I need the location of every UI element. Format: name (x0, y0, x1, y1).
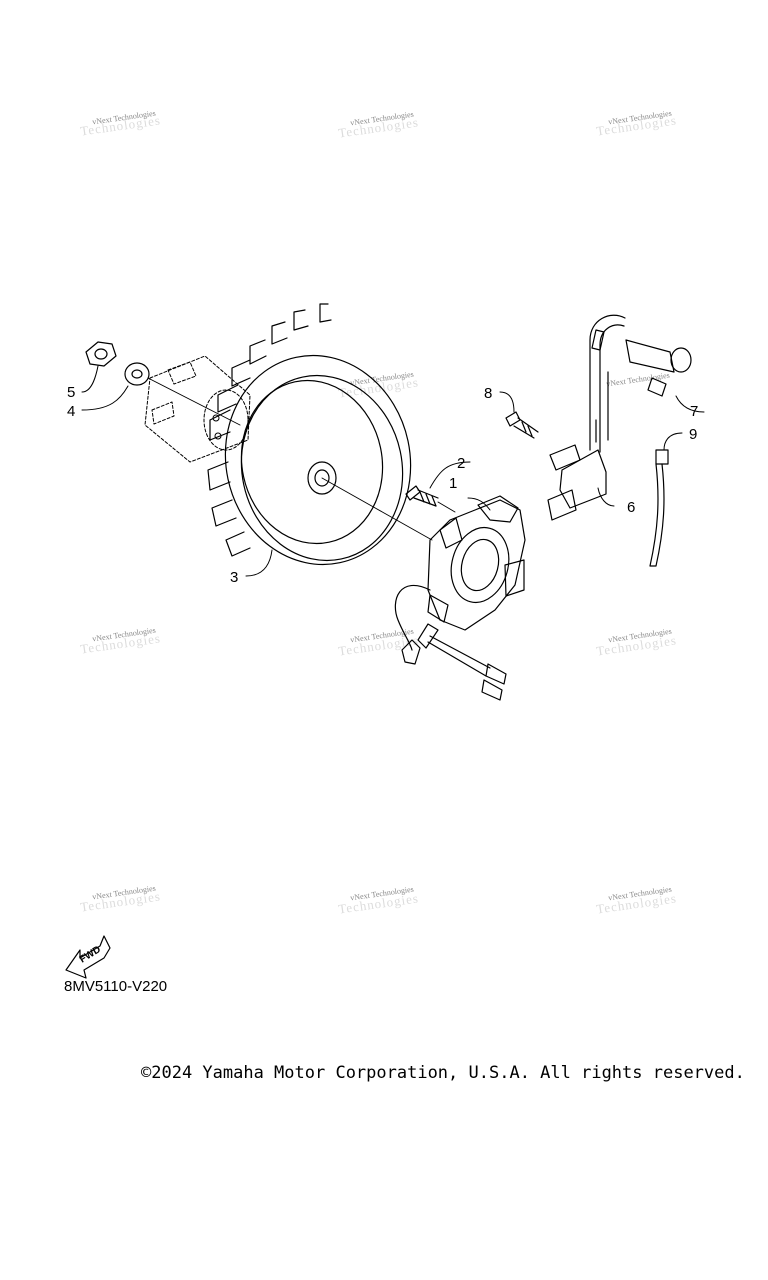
nut-part-5 (85, 341, 117, 367)
callout-3: 3 (230, 569, 238, 586)
fwd-label: FWD (78, 944, 103, 965)
spark-plug-cap-part-7 (625, 339, 692, 397)
callout-2: 2 (457, 455, 465, 472)
assembly-axis-lines (147, 377, 456, 541)
forward-direction-arrow: FWD (65, 935, 111, 979)
callout-leaders (81, 365, 705, 577)
cable-tie-part-9 (649, 449, 669, 567)
callout-8: 8 (484, 385, 492, 402)
bolt-part-8 (505, 411, 539, 439)
callout-labels: 1 2 3 4 5 6 7 8 9 (67, 384, 698, 586)
callout-6: 6 (627, 499, 635, 516)
stator-part-1 (394, 495, 526, 701)
callout-9: 9 (689, 426, 697, 443)
diagram-part-code: 8MV5110-V220 (64, 978, 168, 995)
ignition-coil-part-6 (547, 314, 626, 521)
callout-1: 1 (449, 475, 457, 492)
callout-7: 7 (690, 403, 698, 420)
crankshaft-holes (212, 414, 222, 440)
callout-4: 4 (67, 403, 75, 420)
copyright-notice: ©2024 Yamaha Motor Corporation, U.S.A. A… (141, 1063, 745, 1083)
bolt-part-2 (405, 485, 439, 507)
callout-5: 5 (67, 384, 75, 401)
flywheel-part-3 (207, 303, 412, 566)
washer-part-4 (124, 362, 150, 386)
